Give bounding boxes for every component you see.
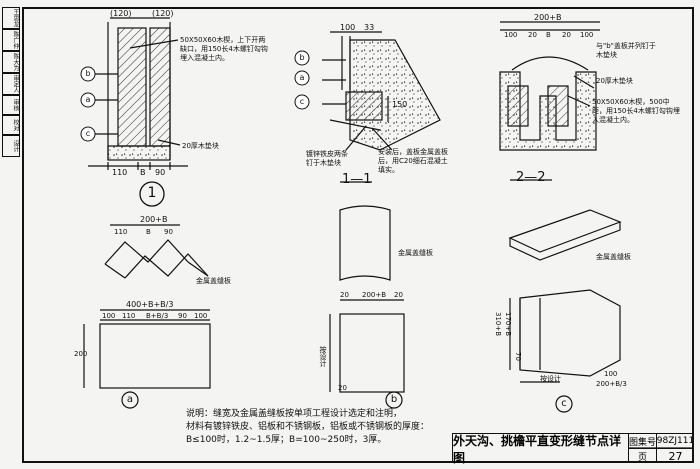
callout-b-marker <box>294 50 310 66</box>
sidebar-cell: 陈广仲 <box>2 29 20 51</box>
section22-note: 20厚木垫块 <box>596 77 633 85</box>
part-a-marker: a <box>126 394 134 405</box>
dim-label: 100 <box>504 31 518 39</box>
note-line: B≤100时，1.2~1.5厚；B=100~250时，3厚。 <box>186 435 387 445</box>
page-number: 27 <box>656 448 694 463</box>
dim-label: 310+B <box>494 312 502 337</box>
dim-label: 110 <box>112 168 128 177</box>
dim-label: 100 <box>194 312 208 320</box>
title-block: 外天沟、挑檐平直变形缝节点详图 图集号 98ZJ111 页 27 <box>452 433 694 465</box>
callout-c-label: c <box>299 97 305 106</box>
dim-label: 33 <box>364 23 375 32</box>
dim-label: 100 <box>604 370 618 378</box>
part-b-marker: b <box>390 394 398 405</box>
dim-label: (120) <box>110 9 132 18</box>
dim-label: 20 <box>340 291 349 299</box>
dim-label: 20 <box>528 31 537 39</box>
note-line: 材料有镀锌铁皮、铝板和不锈钢板，铝板或不锈钢板的厚度： <box>186 422 430 432</box>
section-1-1-drawing <box>322 31 441 183</box>
dim-label: 200+B <box>140 215 168 224</box>
section22-note: 50X50X60木楔，500中距，用150长4木螺钉勾钩埋入混凝土内。 <box>592 98 680 124</box>
page-label: 页 <box>628 448 656 463</box>
sidebar-cell: 审核 <box>2 95 20 115</box>
signature-strip: 王思龙 陈广仲 陈大为 审定人 审核 校对 设计 <box>0 7 22 157</box>
drawing-title: 外天沟、挑檐平直变形缝节点详图 <box>452 433 628 465</box>
dim-label: 20 <box>394 291 403 299</box>
dim-label: 200+B/3 <box>596 380 627 388</box>
callout-a-marker <box>80 92 96 108</box>
section11-note: 安装后，盖板金属盖板后，用C20细石混凝土填实。 <box>378 148 448 174</box>
dim-label: 20 <box>338 384 347 392</box>
dim-label: 170+B <box>504 312 512 337</box>
sidebar-cell: 校对 <box>2 115 20 135</box>
part-b-side-text: 按设计 <box>319 346 327 367</box>
dim-label: 110 <box>122 312 136 320</box>
dim-label: 70 <box>514 352 522 361</box>
detail1-note: 20厚木垫块 <box>182 142 219 150</box>
callout-b-label: b <box>299 53 305 62</box>
callout-a-label: a <box>299 73 305 82</box>
dim-label: 100 <box>340 23 356 32</box>
dim-label: 200+B <box>362 291 387 299</box>
dim-label: 200 <box>74 350 88 358</box>
dim-label: B <box>140 168 146 177</box>
sidebar-cell: 陈大为 <box>2 51 20 73</box>
section-2-2-title: 2—2 <box>516 170 546 185</box>
note-line: 说明：缝宽及金属盖缝板按单项工程设计选定和注明， <box>186 409 403 419</box>
dim-label: 90 <box>155 168 166 177</box>
callout-a-marker <box>294 70 310 86</box>
part-a-drawing <box>83 224 211 409</box>
dim-label: 110 <box>114 228 128 236</box>
part-c-marker: c <box>561 398 567 409</box>
dim-label: 90 <box>164 228 173 236</box>
callout-b-marker <box>80 66 96 82</box>
sidebar-cell: 审定人 <box>2 73 20 95</box>
dim-label: 100 <box>102 312 116 320</box>
drawing-notes: 说明：缝宽及金属盖缝板按单项工程设计选定和注明， 材料有镀锌铁皮、铝板和不锈钢板… <box>186 408 448 447</box>
dim-label: 200+B <box>534 13 562 22</box>
dim-label: B <box>546 31 551 39</box>
dim-label: 150 <box>392 100 408 109</box>
dim-label: B <box>146 228 151 236</box>
part-c-plate-label: 金属盖缝板 <box>596 253 631 261</box>
dim-label: 100 <box>580 31 594 39</box>
dim-label: B+B/3 <box>146 312 169 320</box>
sidebar-cell: 设计 <box>2 135 20 157</box>
section11-note: 镀锌铁皮两条钉于木垫块 <box>306 150 348 167</box>
section-2-2-drawing <box>499 21 600 181</box>
detail-1-drawing <box>88 17 188 207</box>
dim-label: (120) <box>152 9 174 18</box>
part-c-drawing <box>508 209 622 413</box>
callout-c-marker <box>294 94 310 110</box>
callout-a-label: a <box>85 95 91 104</box>
detail-1-number: 1 <box>147 185 157 201</box>
part-b-plate-label: 金属盖缝板 <box>398 249 433 257</box>
drawing-frame <box>22 7 694 463</box>
callout-c-label: c <box>85 129 91 138</box>
atlas-no-label: 图集号 <box>628 433 656 448</box>
dim-label: 90 <box>178 312 187 320</box>
part-a-plate-label: 金属盖缝板 <box>196 277 231 285</box>
section-1-1-title: 1—1 <box>342 172 372 187</box>
sidebar-cell: 王思龙 <box>2 7 20 29</box>
detail1-note: 50X50X60木楔，上下开两缺口，用150长4木螺钉勾钩埋入混凝土内。 <box>180 36 268 62</box>
dim-label: 400+B+B/3 <box>126 300 174 309</box>
section22-note: 与"b"盖板并列钉于木垫块 <box>596 42 656 59</box>
callout-c-marker <box>80 126 96 142</box>
dim-label: 按设计 <box>540 375 561 383</box>
part-b-drawing <box>329 205 405 409</box>
atlas-no: 98ZJ111 <box>656 433 694 448</box>
callout-b-label: b <box>85 69 91 78</box>
dim-label: 20 <box>562 31 571 39</box>
